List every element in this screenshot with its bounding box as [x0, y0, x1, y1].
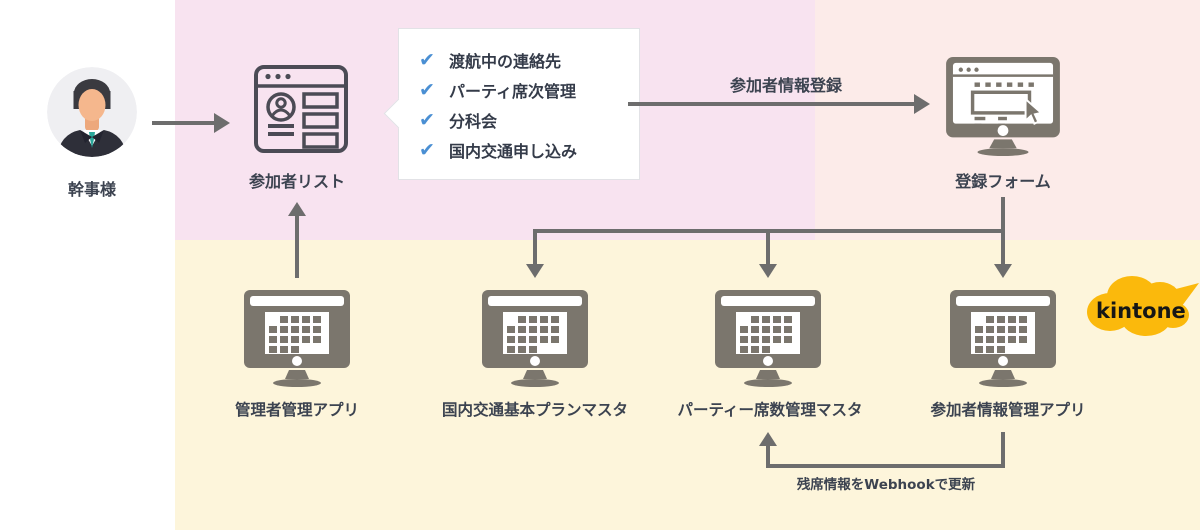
- browser-list-icon: [253, 64, 349, 154]
- monitor-grid-icon: [480, 288, 590, 390]
- organizer-avatar: [47, 67, 137, 157]
- monitor-grid-icon: [242, 288, 352, 390]
- checklist-callout: ✔ 渡航中の連絡先 ✔ パーティ席次管理 ✔ 分科会 ✔ 国内交通申し込み: [383, 28, 640, 180]
- participant-list-label: 参加者リスト: [248, 172, 345, 191]
- region-yellow: [175, 240, 1200, 530]
- monitor-grid-icon: [948, 288, 1058, 390]
- monitor-grid-icon: [713, 288, 823, 390]
- kintone-logo: kintone: [1080, 270, 1200, 344]
- registration-form-label: 登録フォーム: [955, 172, 1051, 191]
- kintone-text: kintone: [1096, 299, 1186, 323]
- app-monitor-admin: [242, 288, 352, 390]
- participant-list-icon: [253, 64, 349, 154]
- check-icon: ✔: [419, 79, 435, 101]
- organizer-label: 幹事様: [67, 180, 116, 199]
- checklist-item: ✔ 渡航中の連絡先: [419, 49, 562, 71]
- checklist-item: ✔ パーティ席次管理: [419, 79, 577, 101]
- app-label-participant-info: 参加者情報管理アプリ: [930, 401, 1086, 419]
- app-monitor-participant-info: [948, 288, 1058, 390]
- webhook-label: 残席情報をWebhookで更新: [796, 477, 976, 493]
- app-monitor-party: [713, 288, 823, 390]
- check-icon: ✔: [419, 139, 435, 161]
- check-icon: ✔: [419, 49, 435, 71]
- checklist-item: ✔ 国内交通申し込み: [419, 139, 578, 161]
- kintone-cloud-icon: kintone: [1080, 270, 1200, 344]
- app-label-admin: 管理者管理アプリ: [234, 401, 359, 419]
- checklist-item: ✔ 分科会: [419, 109, 498, 131]
- app-label-party: パーティー席数管理マスタ: [677, 401, 863, 419]
- check-icon: ✔: [419, 109, 435, 131]
- person-icon: [47, 67, 137, 157]
- registration-form-icon: [944, 55, 1062, 159]
- register-arrow-label: 参加者情報登録: [729, 76, 842, 95]
- app-label-transport: 国内交通基本プランマスタ: [441, 401, 628, 419]
- app-monitor-transport: [480, 288, 590, 390]
- monitor-form-icon: [944, 55, 1062, 159]
